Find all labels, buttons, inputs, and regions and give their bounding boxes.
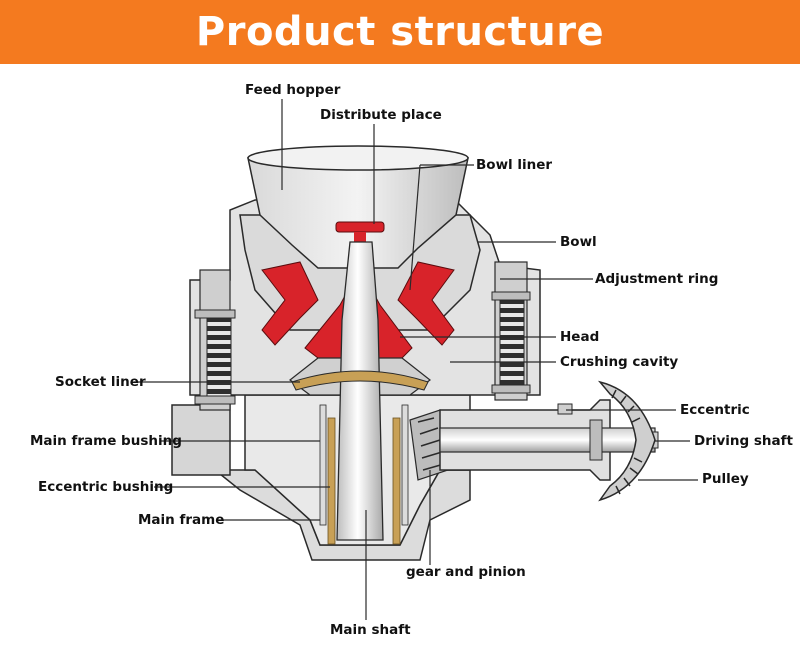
hopper-rim <box>247 145 469 171</box>
label-main-frame-bushing: Main frame bushing <box>30 433 182 449</box>
spring-left-base <box>194 395 236 405</box>
label-pulley: Pulley <box>702 471 749 487</box>
cone-crusher-diagram <box>134 99 698 620</box>
label-eccentric: Eccentric <box>680 402 750 418</box>
eccentric-bushing-right <box>392 417 401 545</box>
distribute-plate <box>335 221 385 233</box>
label-main-shaft: Main shaft <box>330 622 411 638</box>
spring-right <box>499 299 525 386</box>
main-shaft <box>336 241 384 541</box>
label-feed-hopper: Feed hopper <box>245 82 341 98</box>
bowl-liner-right <box>397 261 455 346</box>
label-gear-and-pinion: gear and pinion <box>406 564 526 580</box>
label-adjustment-ring: Adjustment ring <box>595 271 719 287</box>
distribute-plate-stem <box>354 232 366 242</box>
driving-shaft <box>439 427 656 453</box>
pulley-hub <box>589 419 603 461</box>
label-socket-liner: Socket liner <box>55 374 146 390</box>
pulley <box>597 380 656 502</box>
base-block <box>171 404 231 476</box>
pulley-grooves <box>611 389 643 495</box>
label-bowl-liner: Bowl liner <box>476 157 553 173</box>
spring-left <box>206 317 232 397</box>
bowl-liner-left <box>261 261 319 346</box>
gear-teeth <box>417 417 445 471</box>
label-head: Head <box>560 329 600 345</box>
spring-right-cap <box>491 291 531 301</box>
label-driving-shaft: Driving shaft <box>694 433 793 449</box>
label-distribute-place: Distribute place <box>320 107 442 123</box>
spring-right-base <box>491 384 531 394</box>
title-banner: Product structure <box>0 0 800 64</box>
label-main-frame: Main frame <box>138 512 225 528</box>
label-bowl: Bowl <box>560 234 597 250</box>
eccentric-bushing-left <box>327 417 336 545</box>
page-title: Product structure <box>195 9 605 55</box>
main-frame-bushing-left <box>319 404 327 526</box>
label-crushing-cavity: Crushing cavity <box>560 354 679 370</box>
main-frame-bushing-right <box>401 404 409 526</box>
label-eccentric-bushing: Eccentric bushing <box>38 479 174 495</box>
spring-left-cap <box>194 309 236 319</box>
socket-liner <box>291 370 429 391</box>
eccentric-stub <box>557 403 573 415</box>
feed-hopper <box>247 157 469 269</box>
leader-lines <box>134 99 698 620</box>
